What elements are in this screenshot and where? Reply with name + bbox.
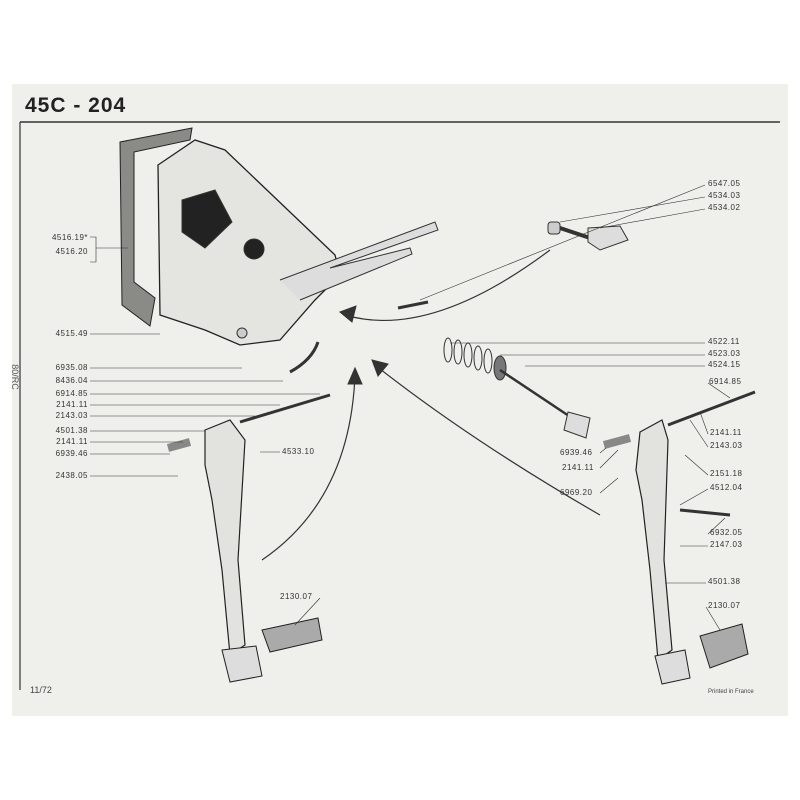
bolt-part — [679, 508, 731, 517]
part-label: 6939.46 — [560, 448, 593, 457]
nut-part — [236, 327, 248, 339]
clutch-pedal-part — [204, 419, 246, 657]
part-label: 6547.05 — [708, 179, 741, 188]
part-label: 2147.03 — [710, 540, 743, 549]
arrow-head — [371, 359, 389, 377]
part-label: 6914.85 — [709, 377, 742, 386]
part-label: 6939.46 — [55, 449, 88, 458]
arrow-line — [261, 374, 356, 561]
part-label: 2130.07 — [280, 592, 313, 601]
clevis-part — [563, 411, 591, 439]
pin-part — [397, 300, 429, 310]
spring-part — [443, 337, 493, 374]
part-label: 2141.11 — [562, 463, 594, 472]
part-label: 2141.11 — [56, 437, 88, 446]
part-label: 2438.05 — [55, 471, 88, 480]
page-title: 45C - 204 — [25, 94, 127, 117]
pedal-box-opening — [181, 189, 233, 249]
part-label: 4515.49 — [55, 329, 88, 338]
edition-date: 11/72 — [30, 685, 52, 695]
part-label: 4534.03 — [708, 191, 741, 200]
arrow-head — [339, 305, 357, 323]
bush-part — [602, 434, 632, 449]
part-label: 6932.05 — [710, 528, 743, 537]
part-label: 6914.85 — [55, 389, 88, 398]
printed-note: Printed in France — [708, 689, 754, 695]
stop-switch-part — [587, 225, 629, 251]
part-label: 2141.11 — [56, 400, 88, 409]
part-label: 4516.20 — [55, 247, 88, 256]
part-label: 2141.11 — [710, 428, 742, 437]
part-label: 4512.04 — [710, 483, 743, 492]
nut-part — [547, 221, 561, 235]
threaded-rod-part — [559, 226, 591, 240]
part-label: 4533.10 — [282, 447, 315, 456]
pushrod-part — [499, 368, 576, 422]
bracket-arm — [279, 221, 439, 301]
part-label: 8436.04 — [55, 376, 88, 385]
bush-part — [166, 438, 192, 452]
leader-lines — [90, 184, 731, 631]
pedal-box-hole — [243, 238, 265, 260]
part-label: 4534.02 — [708, 203, 741, 212]
part-label: 4523.03 — [708, 349, 741, 358]
cup-part — [493, 355, 507, 381]
part-label: 6935.08 — [55, 363, 88, 372]
part-label: 6969.20 — [560, 488, 593, 497]
brake-pedal-part — [635, 419, 673, 662]
arrow-head — [347, 366, 363, 385]
part-label: 2143.03 — [710, 441, 743, 450]
part-label: 4524.15 — [708, 360, 741, 369]
pedal-rubber-part — [699, 623, 749, 669]
gasket-part — [119, 127, 193, 327]
pedal-pad-part — [654, 649, 691, 685]
pedal-pad-part — [221, 645, 263, 683]
part-label: 2130.07 — [708, 601, 741, 610]
arrow-line — [344, 249, 551, 321]
pedal-rubber-part — [261, 617, 323, 653]
part-label: 2143.03 — [55, 411, 88, 420]
part-label: 4501.38 — [708, 577, 741, 586]
part-label: 2151.18 — [710, 469, 743, 478]
part-label: 4501.38 — [55, 426, 88, 435]
part-label: 4516.19* — [51, 233, 88, 242]
clip-part — [289, 341, 320, 374]
bolt-part — [667, 390, 756, 427]
arrow-line — [374, 364, 601, 516]
bolt-part — [239, 393, 331, 424]
part-label: 4522.11 — [708, 337, 740, 346]
